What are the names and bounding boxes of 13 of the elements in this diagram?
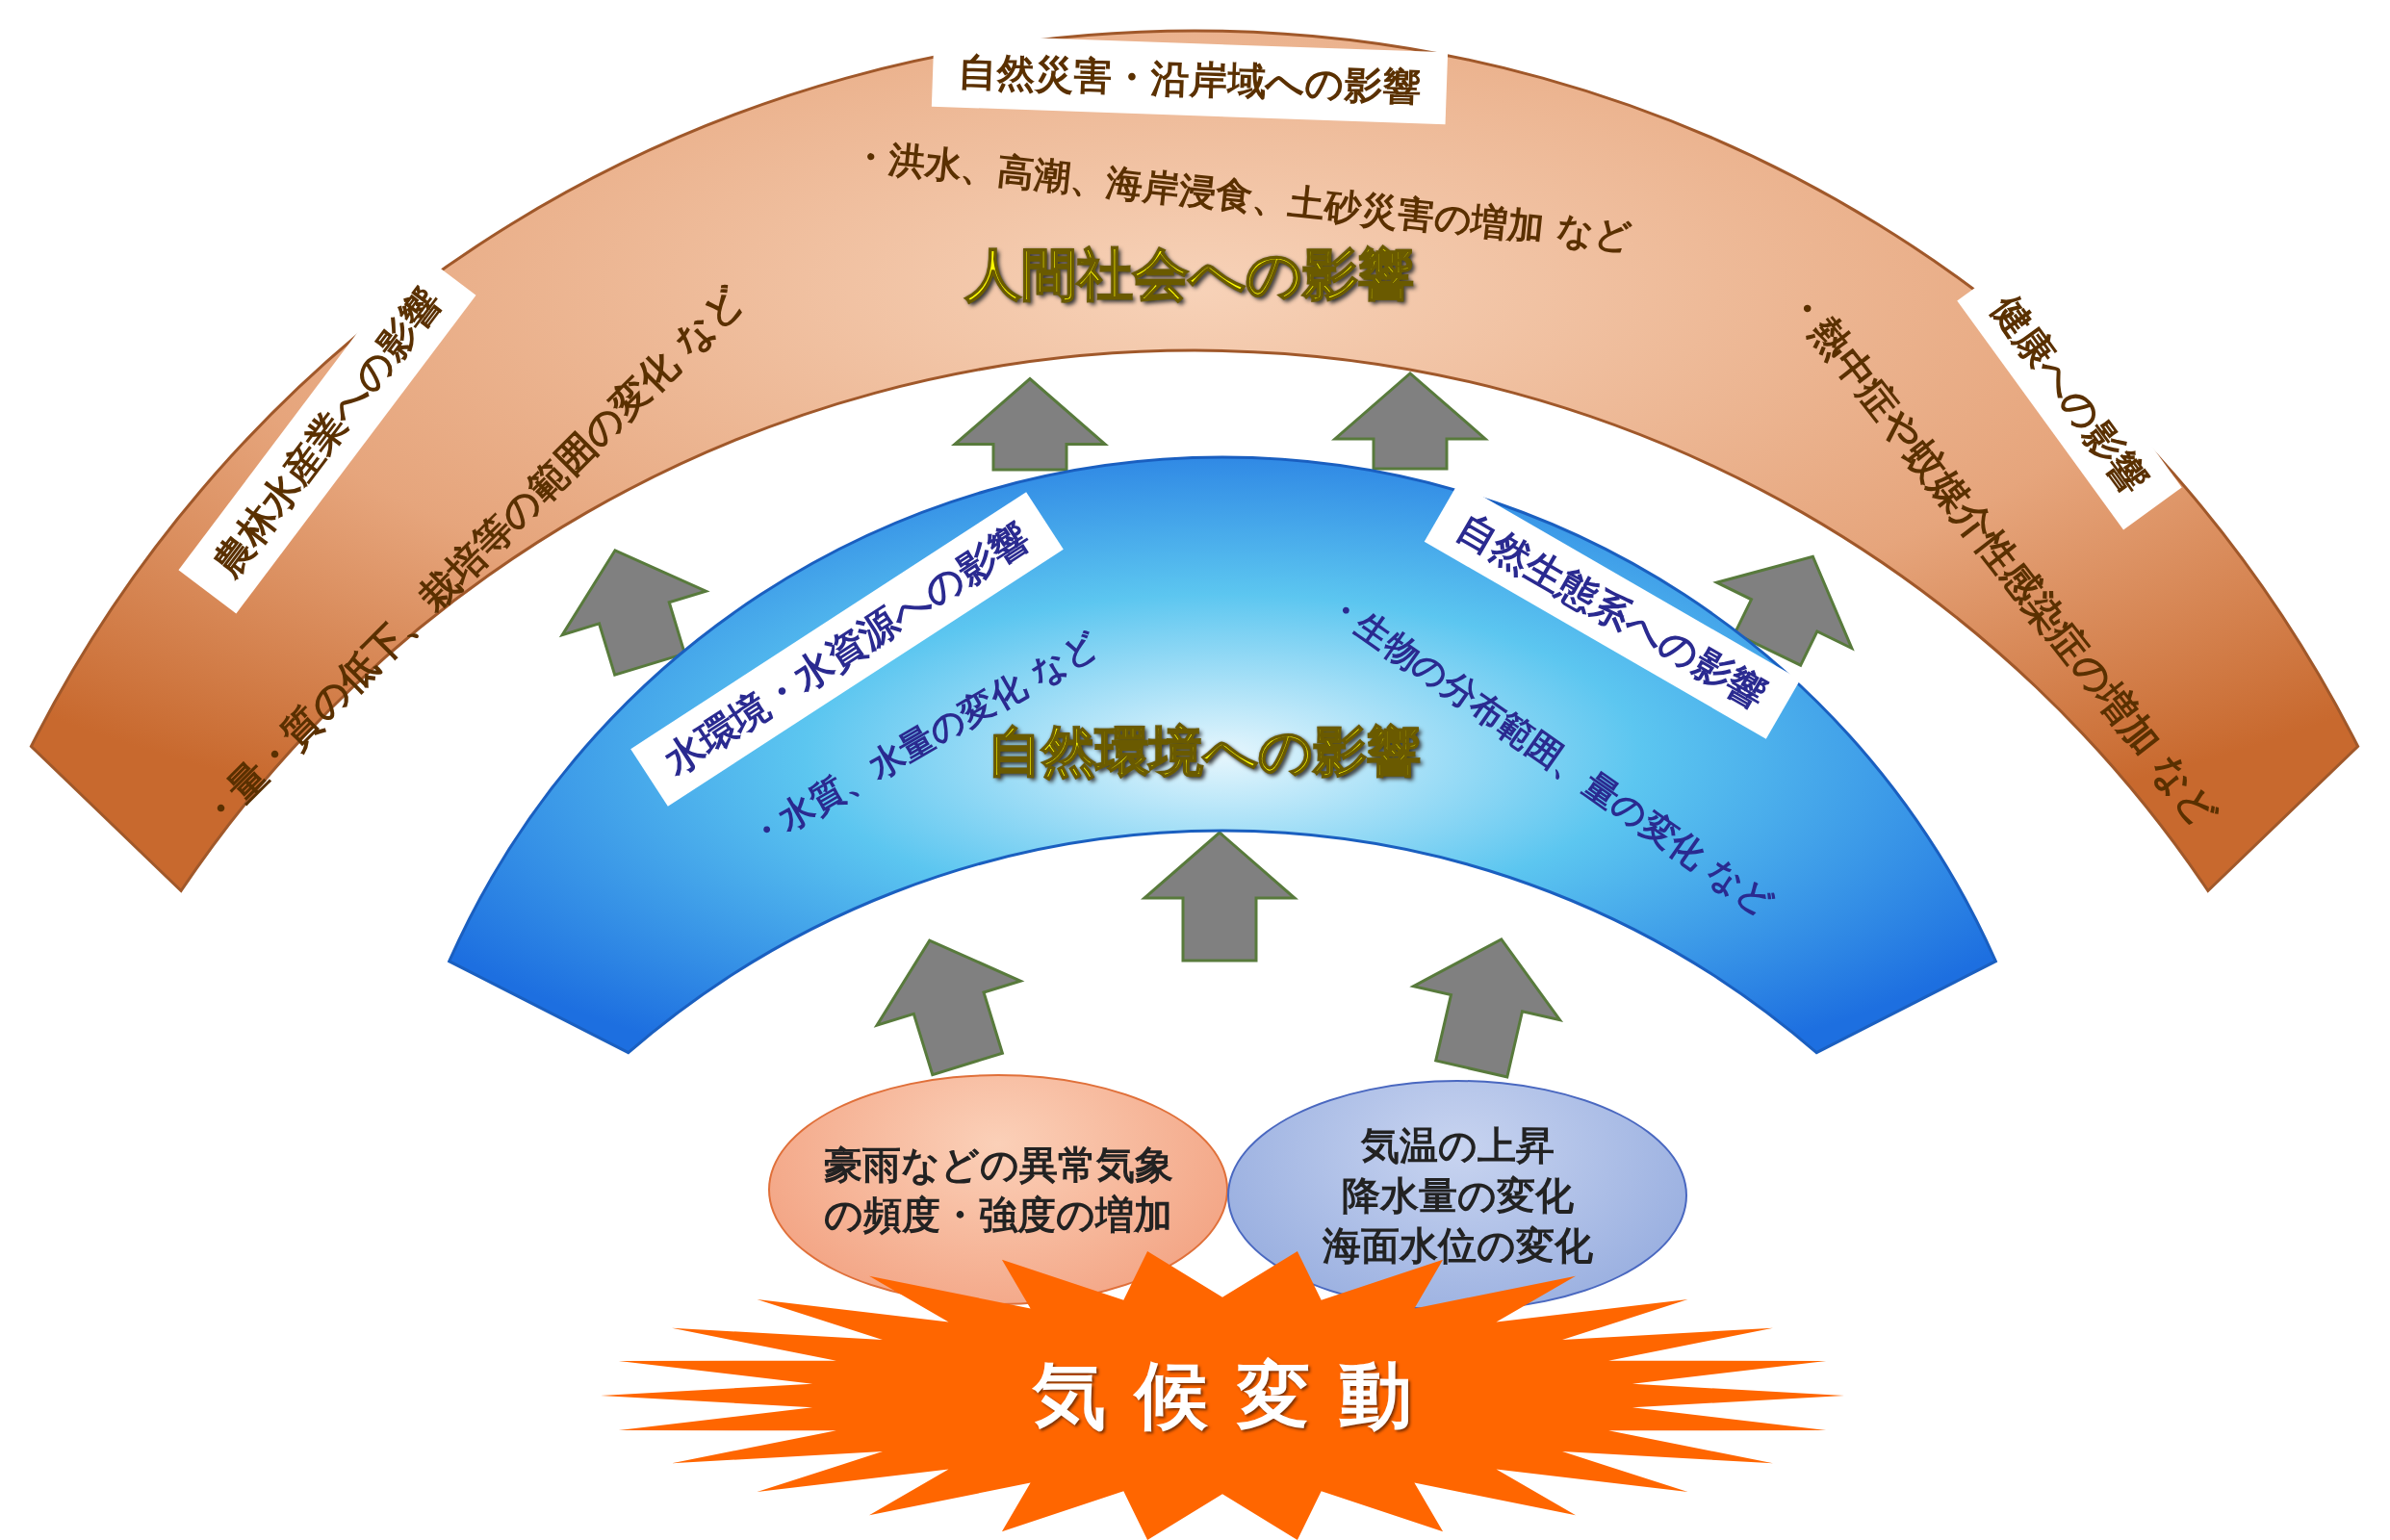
cause-text: 降水量の変化 — [1341, 1172, 1574, 1219]
band-title: 人間社会への影響 — [965, 241, 1414, 310]
block-arrow — [1409, 937, 1564, 1079]
cause-text: 気温の上昇 — [1360, 1122, 1555, 1169]
block-arrow — [873, 938, 1025, 1077]
block-arrow — [1141, 831, 1298, 962]
cause-text: 豪雨などの異常気象の頻度・強度の増加 — [822, 1142, 1174, 1239]
cause-text: 海面水位の変化 — [1322, 1222, 1593, 1270]
block-arrow — [951, 376, 1109, 472]
block-arrow — [1712, 554, 1855, 668]
center-title: 気候変動 — [1033, 1351, 1441, 1440]
block-arrow — [558, 548, 710, 678]
block-arrow — [1331, 371, 1489, 471]
